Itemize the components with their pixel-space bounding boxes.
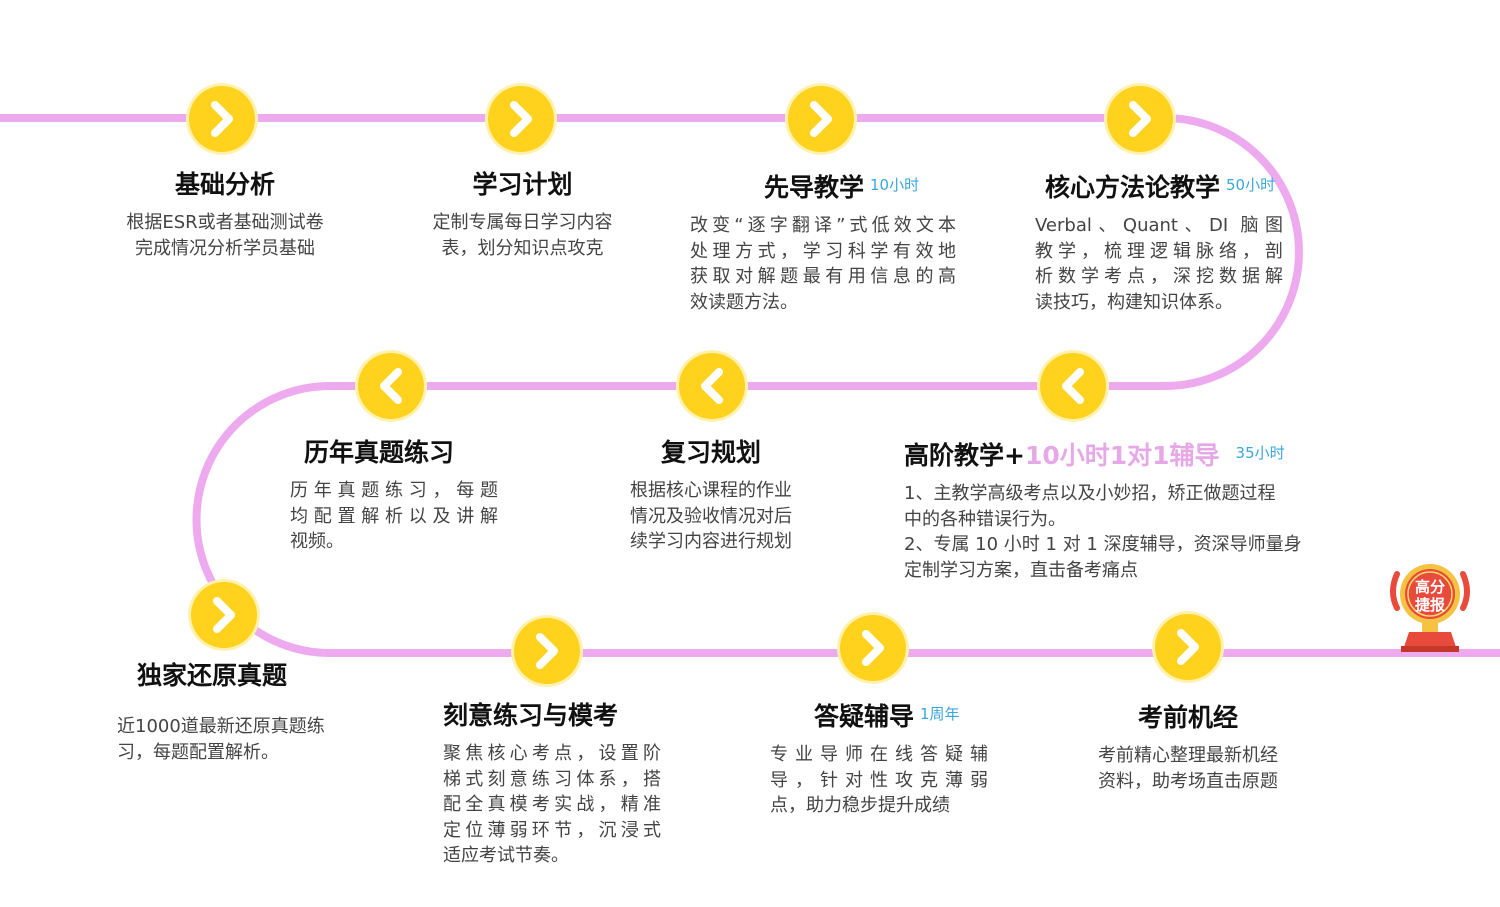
duration-tag: 1周年 xyxy=(920,705,960,723)
step-title: 答疑辅导 xyxy=(814,702,915,731)
chevron-right-icon xyxy=(510,101,532,137)
step-node-9 xyxy=(514,618,580,684)
step-desc: 聚焦核心考点，设置阶 梯式刻意练习体系，搭 配全真模考实战，精准 定位薄弱环节，… xyxy=(443,743,661,866)
step-node-7 xyxy=(358,353,424,419)
step-title-accent: 10小时1对1辅导 xyxy=(1024,441,1220,470)
trophy-badge-icon: 高分 捷报 xyxy=(1390,564,1470,652)
duration-tag: 10小时 xyxy=(870,176,920,194)
chevron-right-icon xyxy=(211,101,233,137)
duration-tag: 35小时 xyxy=(1235,444,1285,462)
step-deliberate-practice-mock: 刻意练习与模考 聚焦核心考点，设置阶 梯式刻意练习体系，搭 配全真模考实战，精准… xyxy=(443,699,673,869)
chevron-right-icon xyxy=(810,101,832,137)
step-core-methodology: 核心方法论教学 50小时 Verbal、Quant、DI 脑图 教学，梳理逻辑脉络… xyxy=(1035,168,1335,315)
step-desc: 根据核心课程的作业 情况及验收情况对后 续学习内容进行规划 xyxy=(630,480,792,552)
step-node-6 xyxy=(679,353,745,419)
badge-line-1: 高分 xyxy=(1415,578,1445,596)
step-qa-tutoring: 答疑辅导 1周年 专业导师在线答疑辅 导，针对性攻克薄弱 点，助力稳步提升成绩 xyxy=(770,697,1000,819)
step-desc: 根据ESR或者基础测试卷 完成情况分析学员基础 xyxy=(126,212,324,259)
step-review-planning: 复习规划 根据核心课程的作业 情况及验收情况对后 续学习内容进行规划 xyxy=(605,436,817,555)
step-title: 刻意练习与模考 xyxy=(443,701,619,730)
step-desc: 考前精心整理最新机经 资料，助考场直击原题 xyxy=(1098,745,1278,792)
step-title: 基础分析 xyxy=(174,170,275,199)
step-node-10 xyxy=(840,615,906,681)
chevron-right-icon xyxy=(862,630,884,666)
step-desc: Verbal、Quant、DI 脑图 教学，梳理逻辑脉络，剖 析数学考点，深挖数… xyxy=(1035,215,1283,313)
step-advanced-teaching: 高阶教学+10小时1对1辅导 35小时 1、主教学高级考点以及小妙招，矫正做题过程… xyxy=(904,436,1374,583)
badge-line-2: 捷报 xyxy=(1415,596,1445,614)
step-title: 高阶教学+10小时1对1辅导 xyxy=(904,441,1220,470)
step-node-1 xyxy=(189,86,255,152)
step-desc: 历年真题练习，每题 均配置解析以及讲解 视频。 xyxy=(290,480,498,552)
step-study-plan: 学习计划 定制专属每日学习内容 表，划分知识点攻克 xyxy=(400,168,645,261)
chevron-right-icon xyxy=(1177,629,1199,665)
step-title: 学习计划 xyxy=(472,170,573,199)
duration-tag: 50小时 xyxy=(1226,176,1276,194)
step-node-8 xyxy=(191,582,257,648)
step-node-5 xyxy=(1040,353,1106,419)
step-pilot-teaching: 先导教学 10小时 改变“逐字翻译”式低效文本 处理方式，学习科学有效地 获取对解… xyxy=(690,168,970,315)
step-past-exam-practice: 历年真题练习 历年真题练习，每题 均配置解析以及讲解 视频。 xyxy=(290,436,510,555)
step-title: 独家还原真题 xyxy=(137,661,288,690)
chevron-right-icon xyxy=(1129,101,1151,137)
step-title: 考前机经 xyxy=(1137,703,1238,732)
step-node-3 xyxy=(788,86,854,152)
step-desc: 专业导师在线答疑辅 导，针对性攻克薄弱 点，助力稳步提升成绩 xyxy=(770,744,988,816)
step-node-2 xyxy=(488,86,554,152)
step-exclusive-restored-questions: 独家还原真题 近1000道最新还原真题练 习，每题配置解析。 xyxy=(117,659,377,765)
step-title: 先导教学 xyxy=(764,173,865,202)
step-title: 复习规划 xyxy=(660,438,761,467)
chevron-right-icon xyxy=(213,597,235,633)
step-title: 核心方法论教学 xyxy=(1045,173,1221,202)
chevron-left-icon xyxy=(1062,368,1084,404)
step-desc: 改变“逐字翻译”式低效文本 处理方式，学习科学有效地 获取对解题最有用信息的高 … xyxy=(690,215,956,313)
step-title: 历年真题练习 xyxy=(304,438,455,467)
step-basic-analysis: 基础分析 根据ESR或者基础测试卷 完成情况分析学员基础 xyxy=(100,168,350,261)
chevron-left-icon xyxy=(380,368,402,404)
chevron-right-icon xyxy=(536,633,558,669)
step-desc: 1、主教学高级考点以及小妙招，矫正做题过程 中的各种错误行为。 2、专属 10 … xyxy=(904,483,1302,581)
chevron-left-icon xyxy=(701,368,723,404)
step-desc: 近1000道最新还原真题练 习，每题配置解析。 xyxy=(117,716,325,763)
step-desc: 定制专属每日学习内容 表，划分知识点攻克 xyxy=(432,212,613,259)
step-node-11 xyxy=(1155,614,1221,680)
step-node-4 xyxy=(1107,86,1173,152)
step-pre-exam-intel: 考前机经 考前精心整理最新机经 资料，助考场直击原题 xyxy=(1078,701,1298,794)
